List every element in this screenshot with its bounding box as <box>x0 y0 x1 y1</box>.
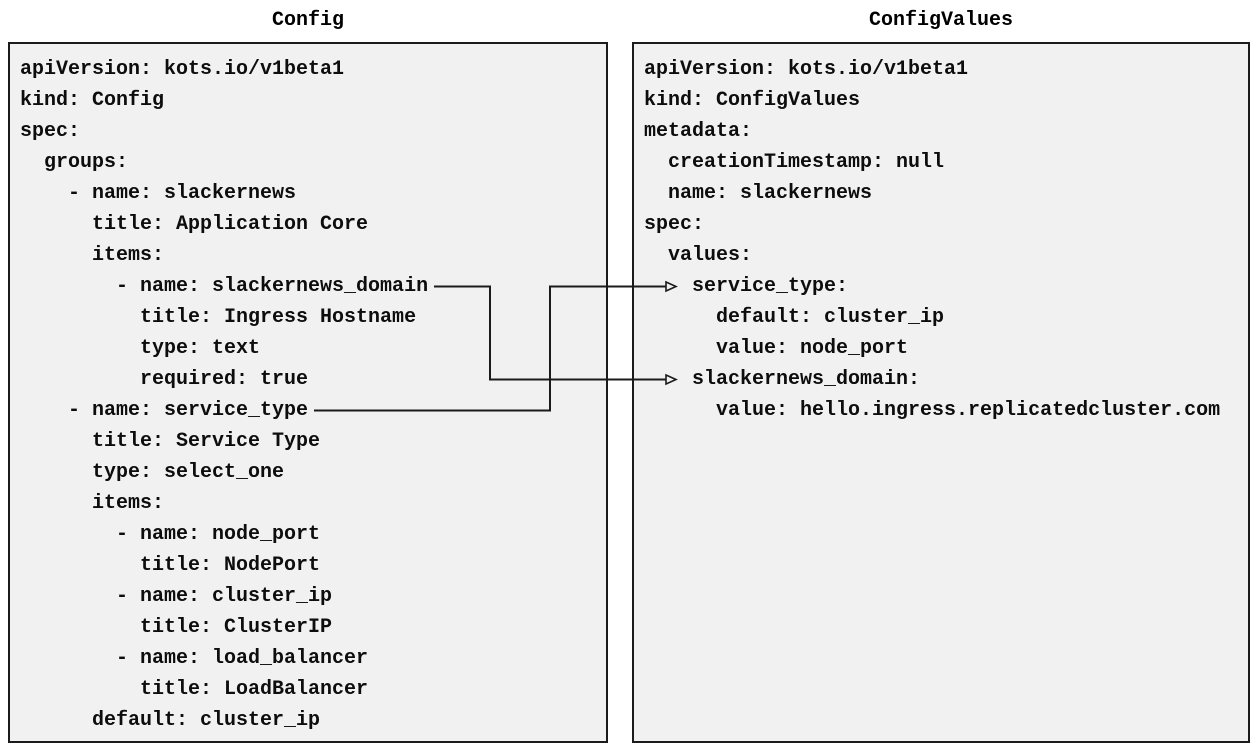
config-panel: apiVersion: kots.io/v1beta1 kind: Config… <box>8 42 608 743</box>
config-panel-title: Config <box>271 9 344 32</box>
configvalues-yaml-code: apiVersion: kots.io/v1beta1 kind: Config… <box>644 58 1221 422</box>
configvalues-panel-title: ConfigValues <box>868 9 1014 32</box>
configvalues-panel: apiVersion: kots.io/v1beta1 kind: Config… <box>632 42 1250 743</box>
config-yaml-code: apiVersion: kots.io/v1beta1 kind: Config… <box>20 58 429 732</box>
